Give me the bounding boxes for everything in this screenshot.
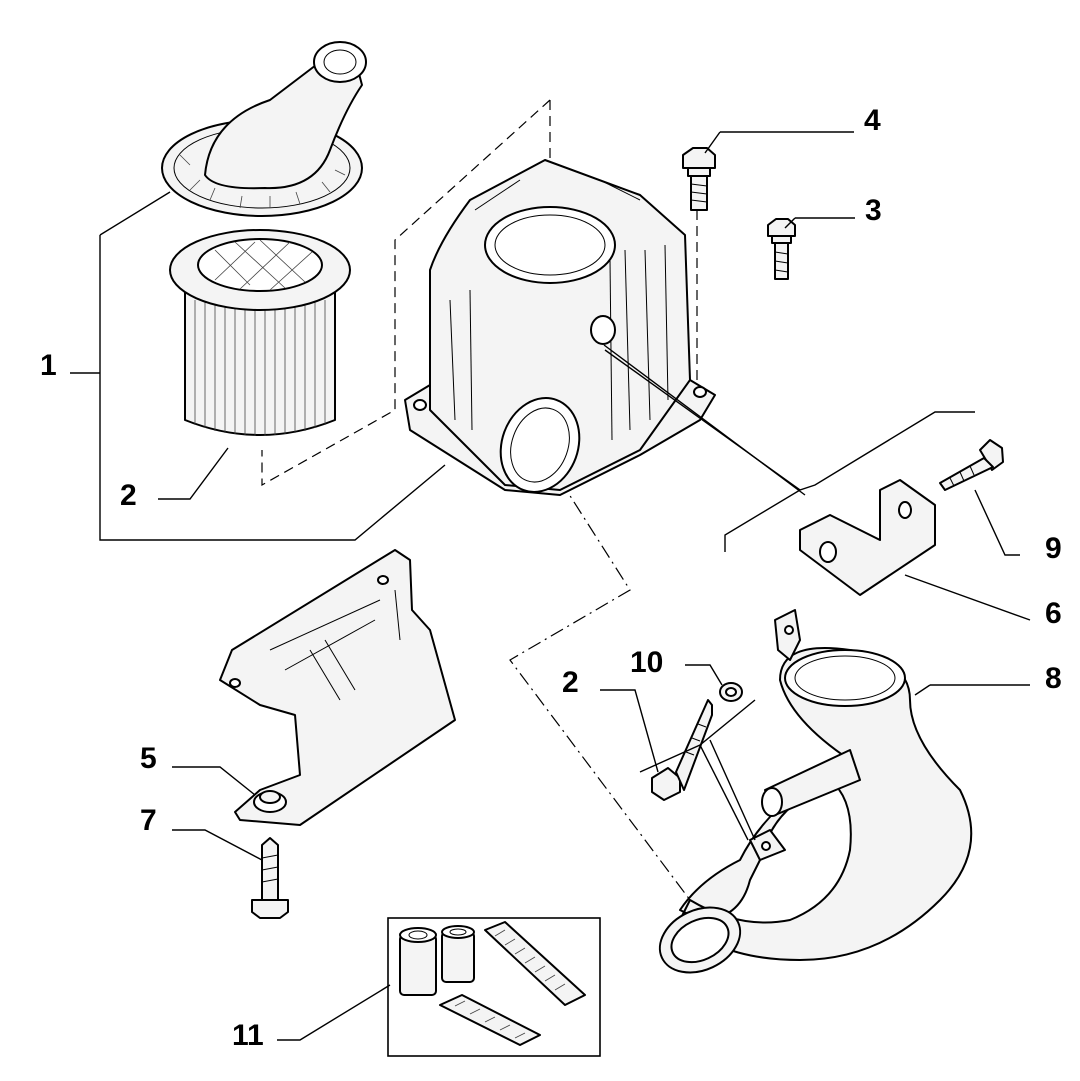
callout-11: 11 (232, 1019, 264, 1052)
callout-7: 7 (140, 804, 157, 837)
bolt-part-3 (767, 218, 796, 280)
callout-2-filter: 2 (120, 479, 137, 512)
filter-kit-part-11 (387, 917, 601, 1057)
intake-pipe-part-8 (658, 609, 973, 974)
screw-part-9 (939, 439, 1004, 491)
callout-6: 6 (1045, 597, 1062, 630)
callout-8: 8 (1045, 662, 1062, 695)
heat-shield-part-5 (219, 549, 456, 826)
bolt-part-4 (682, 147, 716, 211)
bolt-part-2 (651, 699, 713, 801)
oil-filter-icon (399, 925, 475, 996)
callout-5: 5 (140, 742, 157, 775)
intake-hose-part (161, 41, 367, 217)
air-filter-housing (404, 159, 716, 496)
callout-labels: 1 2 2 3 4 5 6 7 8 9 10 11 (40, 104, 1062, 1052)
air-filter-panel-icon (439, 921, 586, 1046)
callout-1: 1 (40, 349, 57, 382)
washer-part-10 (719, 682, 743, 702)
callout-9: 9 (1045, 532, 1062, 565)
bracket-part-6 (799, 479, 936, 596)
callout-10: 10 (630, 646, 663, 679)
callout-2-bolt: 2 (562, 666, 579, 699)
callout-4: 4 (864, 104, 881, 137)
screw-part-7 (251, 837, 289, 919)
filter-element-part (169, 229, 351, 436)
callout-3: 3 (865, 194, 882, 227)
leader-lines (70, 131, 1031, 1041)
